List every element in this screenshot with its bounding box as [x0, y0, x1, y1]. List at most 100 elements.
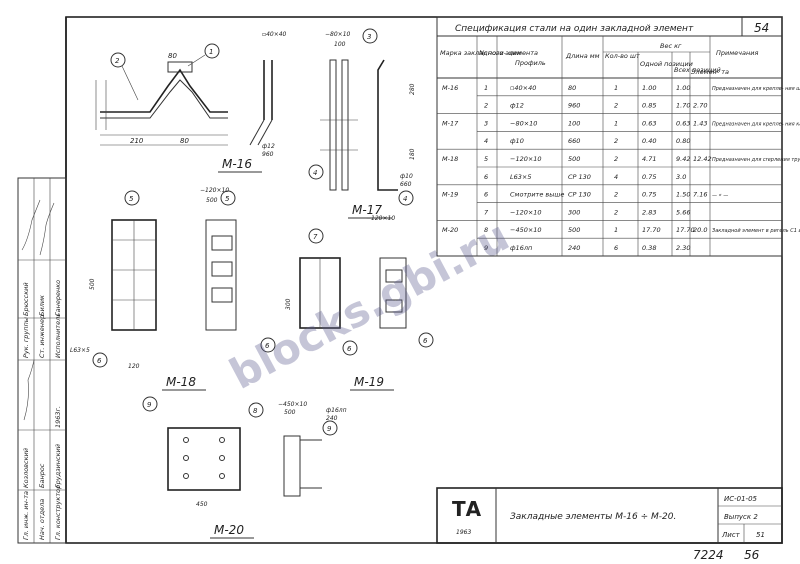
hdr-note: Примечания — [716, 49, 758, 57]
spec-cell-profile: −120×10 — [510, 155, 542, 163]
hdr-profile: Профиль — [515, 59, 546, 67]
m16-dim-80-top: 80 — [168, 52, 177, 60]
m20-dim-phi: ф16лп — [326, 407, 347, 414]
spec-cell-qty: 2 — [614, 208, 618, 216]
left-label-6: Грудзинский — [54, 444, 62, 488]
spec-cell-qty: 2 — [614, 102, 618, 110]
spec-cell-mark: М-18 — [442, 155, 458, 163]
spec-cell-mark: М-19 — [442, 191, 458, 199]
m16-side-phi: ф12 — [262, 143, 275, 150]
spec-cell-pos: 5 — [484, 155, 488, 163]
spec-cell-wa: 1.50 — [676, 191, 690, 199]
left-signature-strip: Гл. инж. ин-та Козловский Нач. отдела Ба… — [17, 177, 67, 544]
spec-cell-note: — « — — [712, 193, 728, 199]
m20-callout-9: 9 — [147, 401, 152, 409]
specification-table: Спецификация стали на один закладной эле… — [436, 16, 800, 257]
m17-callout-4: 4 — [313, 169, 317, 177]
m18-dim-angle: L63×5 — [70, 347, 90, 354]
hdr-pos: № пози- ции — [478, 49, 521, 57]
footer-left-number: 7224 — [693, 548, 724, 562]
spec-cell-qty: 2 — [614, 155, 618, 163]
watermark-text: blocks.gbi.ru — [222, 211, 517, 399]
m17-dim-100: 100 — [334, 41, 346, 48]
hdr-element: Элемен- та — [690, 68, 729, 76]
left-label-1: Гл. инж. ин-та — [22, 491, 30, 540]
left-label-11: Исполнитель — [54, 313, 62, 358]
hdr-mark: Марка закладного элемента — [440, 49, 538, 57]
spec-cell-w1: 2.83 — [642, 208, 656, 216]
spec-cell-qty: 1 — [614, 84, 618, 92]
stamp-logo: ТА — [452, 497, 482, 521]
spec-cell-w1: 0.63 — [642, 119, 656, 127]
hdr-weight: Вес кг — [660, 42, 682, 50]
spec-cell-mark: М-16 — [442, 84, 458, 92]
m17-callout-3: 3 — [367, 33, 371, 41]
spec-cell-pos: 8 — [484, 226, 488, 234]
m18-callout-6b: 6 — [265, 342, 270, 350]
spec-cell-qty: 4 — [614, 173, 618, 181]
hdr-w-all: Всех позиций — [674, 66, 721, 74]
drawing-m18: −120×10 500 500 L63×5 120 М-18 5 5 6 6 — [70, 187, 276, 391]
m20-callout-9b: 9 — [327, 425, 332, 433]
spec-cell-note: Предназначен для крепле- ния кабеля — [712, 121, 800, 127]
spec-cell-pos: 6 — [484, 173, 488, 181]
drawing-m17: −80×10 100 280 180 ф10 660 М-17 3 4 4 — [308, 28, 416, 219]
left-label-7: Рук. группы — [22, 317, 30, 358]
m17-dim-180: 180 — [409, 148, 416, 160]
left-label-12: Ганеренко — [54, 280, 62, 316]
spec-cell-w1: 0.75 — [642, 173, 656, 181]
left-label-3: Нач. отдела — [38, 499, 46, 540]
m17-dim-660: 660 — [400, 181, 412, 188]
spec-cell-wa: 9.42 — [676, 155, 690, 163]
spec-cell-we: 1.43 — [693, 119, 707, 127]
spec-cell-qty: 1 — [614, 119, 618, 127]
spec-cell-len: 500 — [568, 226, 580, 234]
spec-cell-we: 2.70 — [693, 102, 707, 110]
m18-dim-500: 500 — [206, 197, 218, 204]
spec-cell-qty: 6 — [614, 244, 618, 252]
spec-cell-w1: 4.71 — [642, 155, 656, 163]
spec-cell-wa: 0.63 — [676, 119, 690, 127]
drawing-m20: −450×10 500 450 ф16лп 240 М-20 9 8 9 — [142, 396, 347, 539]
spec-cell-note: Предназначен для крепле- ния шин — [712, 86, 800, 92]
spec-cell-pos: 1 — [484, 84, 488, 92]
m18-title: М-18 — [166, 375, 196, 389]
spec-cell-pos: 7 — [484, 208, 489, 216]
m17-dim-phi: ф10 — [400, 173, 413, 180]
m17-dim-plate: −80×10 — [325, 31, 351, 38]
spec-cell-profile: ▫40×40 — [510, 84, 536, 92]
spec-cell-pos: 3 — [484, 119, 488, 127]
m18-dim-120: 120 — [128, 363, 140, 370]
spec-cell-profile: ф10 — [510, 137, 524, 145]
m16-side-960: 960 — [262, 151, 274, 158]
title-block: ТА 1963 Закладные элементы М-16 ÷ М-20. … — [436, 487, 783, 544]
spec-cell-qty: 2 — [614, 137, 618, 145]
spec-cell-len: 100 — [568, 119, 580, 127]
m19-callout-7: 7 — [313, 233, 318, 241]
hdr-qty: Кол-во шт — [605, 52, 640, 60]
spec-cell-w1: 0.85 — [642, 102, 656, 110]
m19-dim-300: 300 — [285, 298, 292, 310]
spec-cell-pos: 4 — [484, 137, 488, 145]
spec-cell-note: Закладной элемент в ригель С1 и С2 — [712, 228, 800, 234]
spec-cell-len: 960 — [568, 102, 580, 110]
m17-title: М-17 — [352, 203, 382, 217]
spec-cell-wa: 5.66 — [676, 208, 690, 216]
m18-callout-5: 5 — [129, 195, 134, 203]
m18-dim-plate: −120×10 — [200, 187, 229, 194]
hdr-w-one: Одной позиции — [640, 60, 693, 68]
m17-dim-280: 280 — [409, 83, 416, 95]
m20-callout-8: 8 — [253, 407, 258, 415]
spec-cell-mark: М-20 — [442, 226, 458, 234]
spec-cell-profile: −80×10 — [510, 119, 537, 127]
m19-callout-6b: 6 — [423, 337, 428, 345]
spec-cell-profile: −120×10 — [510, 208, 542, 216]
spec-cell-qty: 1 — [614, 226, 618, 234]
spec-cell-len: СР 130 — [568, 191, 591, 199]
m18-callout-6: 6 — [97, 357, 102, 365]
footer-right-number: 56 — [744, 548, 760, 562]
m17-callout-4b: 4 — [403, 195, 407, 203]
m19-dim-plate: −120×10 — [366, 215, 395, 222]
